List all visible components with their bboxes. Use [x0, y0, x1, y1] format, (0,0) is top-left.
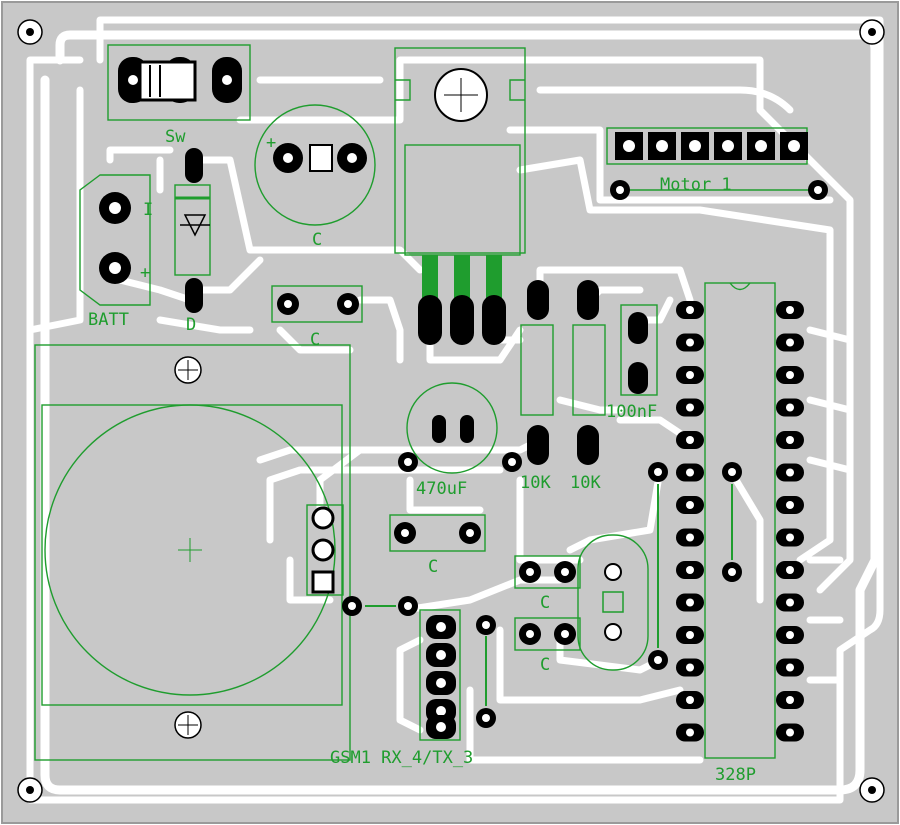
mcu-pin-hole	[686, 663, 694, 672]
labels: Sw I + BATT D + C C Motor 1 100nF 470uF …	[88, 127, 756, 785]
mcu-pin-hole	[786, 306, 794, 314]
silkscreen	[34, 44, 818, 761]
cap-100nf-label: 100nF	[606, 402, 657, 422]
copper-traces	[26, 16, 884, 804]
cap-470uf-label: 470uF	[416, 479, 467, 499]
diode-label: D	[186, 315, 196, 335]
resistor-2-label: 10K	[570, 473, 601, 493]
mcu-pin-hole	[686, 696, 694, 704]
mcu-label: 328P	[715, 765, 756, 785]
mcu-pin-hole	[686, 468, 694, 477]
mcu-pin-hole	[786, 566, 794, 574]
mcu-pin-hole	[686, 598, 694, 607]
mcu-pin-hole	[686, 436, 694, 444]
mcu-pin-hole	[686, 371, 694, 379]
mcu-pin-hole	[786, 663, 794, 672]
cap-c1-label: C	[312, 230, 322, 250]
cap-c5-label: C	[540, 655, 550, 675]
mcu-pin-hole	[686, 533, 694, 542]
mcu-pin-hole	[786, 436, 794, 444]
resistor-1-label: 10K	[520, 473, 551, 493]
mcu-pin-hole	[786, 533, 794, 542]
cap-c3-label: C	[428, 557, 438, 577]
mcu-pin-hole	[786, 403, 794, 412]
mcu-pin-hole	[686, 403, 694, 412]
motor-label: Motor 1	[660, 175, 732, 195]
pads	[17, 19, 885, 803]
mcu-pin-hole	[686, 728, 694, 737]
mcu-pin-hole	[686, 501, 694, 509]
mcu-pin-hole	[786, 371, 794, 379]
mcu-pin-hole	[786, 501, 794, 509]
cap-plus-label: +	[266, 133, 276, 153]
mcu-pin-hole	[786, 598, 794, 607]
mcu-pin-hole	[686, 631, 694, 639]
mcu-pins	[676, 301, 804, 742]
battery-minus-label: I	[143, 200, 153, 220]
cap-c4-label: C	[540, 593, 550, 613]
mcu-pin-hole	[786, 696, 794, 704]
mcu-pin-hole	[786, 631, 794, 639]
mcu-pin-hole	[786, 728, 794, 737]
mcu-pin-hole	[686, 338, 694, 347]
cap-c2-label: C	[310, 330, 320, 350]
mcu-pin-hole	[686, 566, 694, 574]
battery-plus-label: +	[140, 263, 150, 283]
mcu-pin-hole	[786, 338, 794, 347]
mcu-pin-hole	[786, 468, 794, 477]
switch-label: Sw	[165, 127, 186, 147]
mcu-pin-hole	[686, 306, 694, 314]
gsm-label: GSM1 RX_4/TX_3	[330, 748, 473, 768]
battery-label: BATT	[88, 310, 129, 330]
